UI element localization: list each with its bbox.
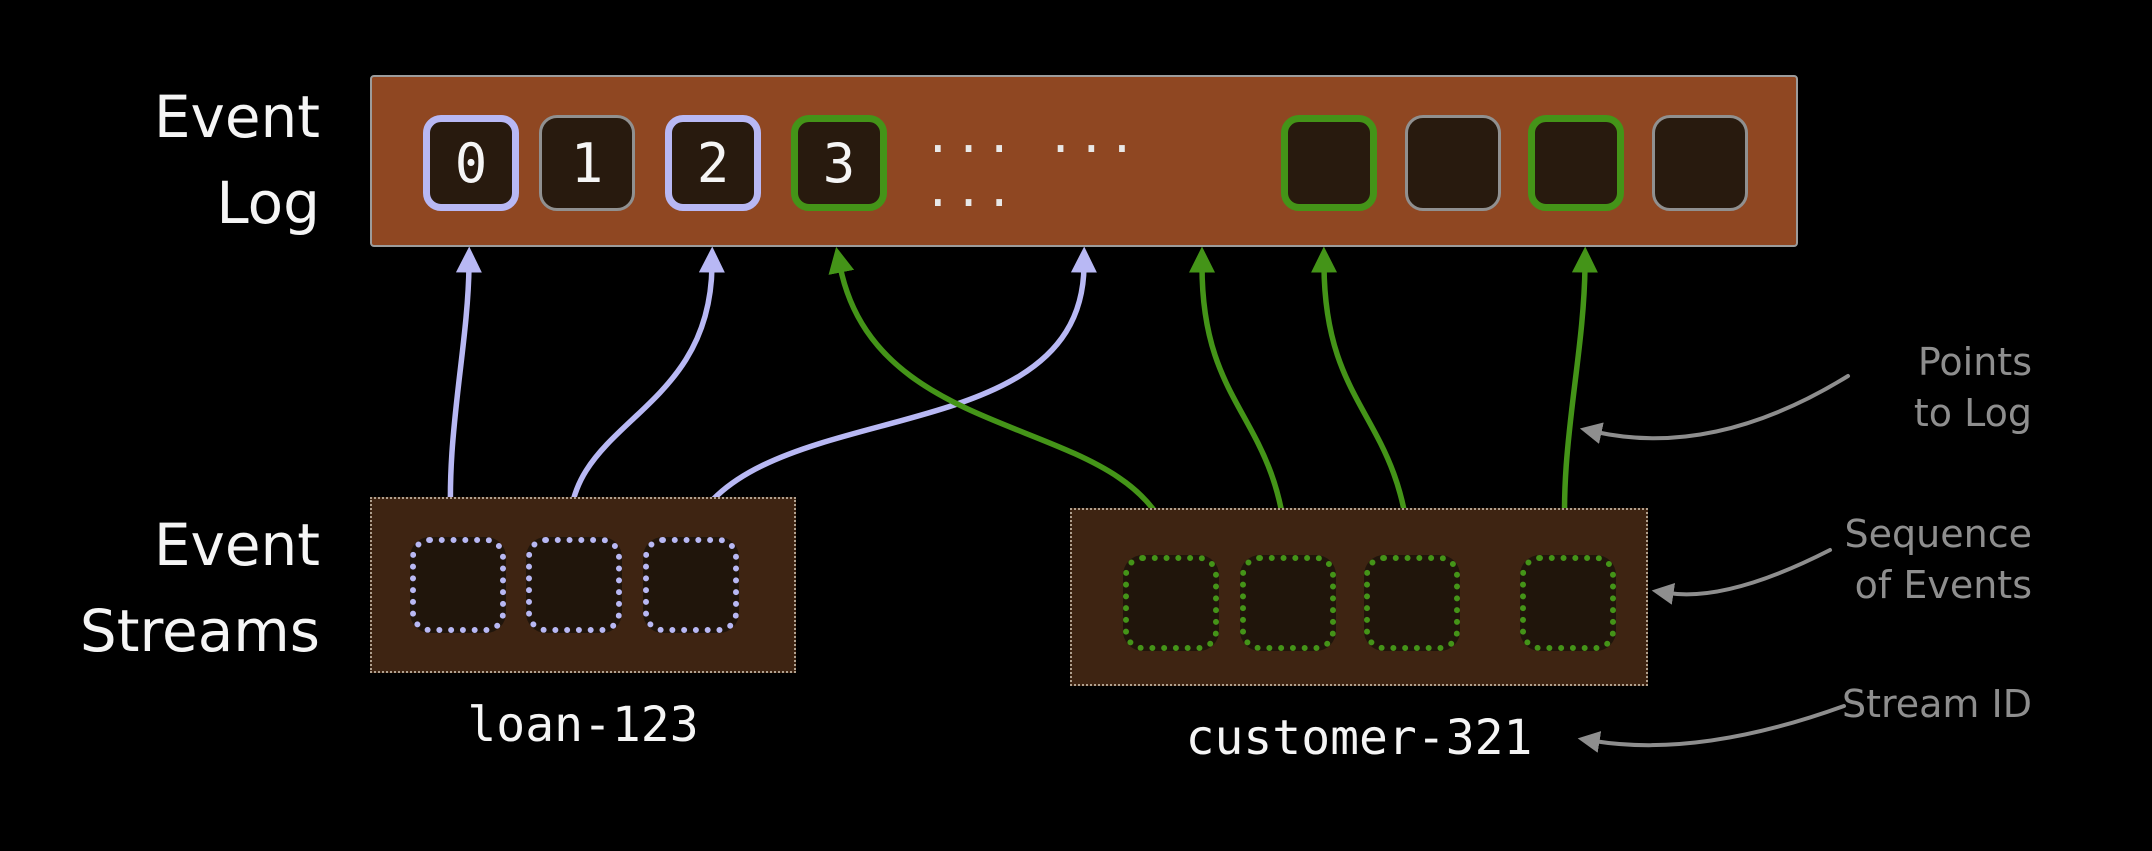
annotation-sequence-of-events: Sequence of Events [1730,509,2032,611]
annotation-points-to-log: Points to Log [1730,337,2032,439]
stream-box-loan-123 [370,497,796,673]
stream-event-square [1520,555,1616,651]
annotation-stream-id: Stream ID [1730,679,2032,730]
stream-event-square [1240,555,1336,651]
stream-id-customer-321: customer-321 [1185,710,1533,766]
event-streams-label: Event Streams [30,502,320,674]
log-ellipsis: ... ... ... [924,109,1139,217]
annotation-sequence-of-events-line2: of Events [1854,563,2032,607]
stream-event-square [526,537,622,633]
event-log-label: Event Log [60,74,320,246]
event-log-label-line1: Event [153,83,320,151]
annotation-stream-id-line1: Stream ID [1841,682,2032,726]
log-cell-6 [1528,115,1624,211]
stream-box-customer-321 [1070,508,1648,686]
stream-event-square [643,537,739,633]
log-cell-5 [1405,115,1501,211]
annotation-sequence-of-events-line1: Sequence [1844,512,2032,556]
annotation-points-to-log-line2: to Log [1913,391,2032,435]
annotation-points-to-log-line1: Points [1917,340,2032,384]
log-cell-3: 3 [791,115,887,211]
event-streams-label-line1: Event [153,511,320,579]
event-streams-label-line2: Streams [79,597,320,665]
event-log-bar: 0 1 2 3 ... ... ... [370,75,1798,247]
log-cell-0: 0 [423,115,519,211]
stream-event-square [1364,555,1460,651]
stream-event-square [1123,555,1219,651]
stream-event-square [410,537,506,633]
log-cell-2: 2 [665,115,761,211]
log-cell-1: 1 [539,115,635,211]
event-log-label-line2: Log [216,169,320,237]
log-cell-4 [1281,115,1377,211]
log-cell-7 [1652,115,1748,211]
stream-id-loan-123: loan-123 [467,697,699,753]
